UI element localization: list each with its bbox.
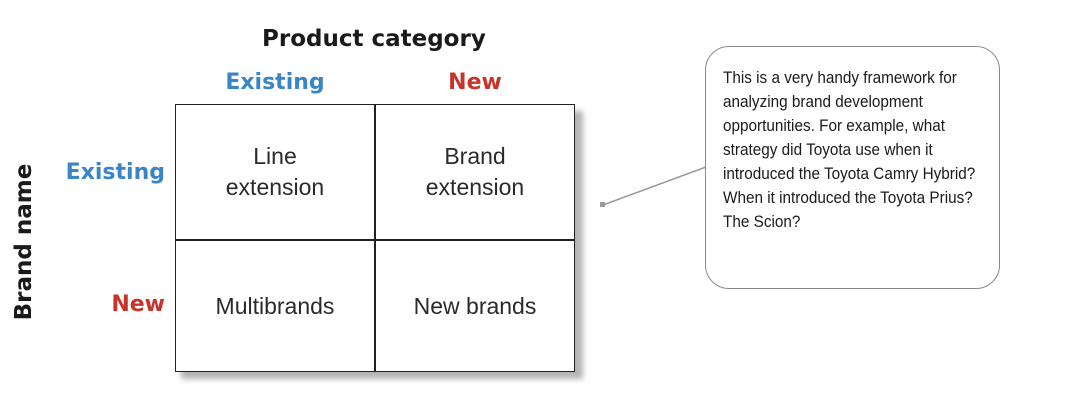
cell-line-extension: Line extension: [176, 105, 374, 239]
matrix-horizontal-divider: [175, 239, 575, 241]
row-label-existing: Existing: [65, 160, 165, 185]
matrix-vertical-divider: [374, 104, 376, 372]
callout-text: This is a very handy framework for analy…: [723, 68, 976, 231]
callout-pointer-dot: [600, 202, 605, 207]
row-label-new: New: [111, 292, 165, 317]
column-axis-title: Product category: [262, 26, 486, 52]
callout-box: [705, 46, 1000, 289]
cell-brand-extension-text: Brand extension: [425, 143, 525, 200]
row-axis-title: Brand name: [11, 163, 37, 321]
cell-multibrands: Multibrands: [176, 241, 374, 371]
column-label-new: New: [448, 70, 502, 95]
cell-line-extension-text: Line extension: [225, 143, 325, 200]
cell-brand-extension: Brand extension: [376, 105, 574, 239]
callout-pointer-line: [602, 166, 707, 206]
cell-new-brands-text: New brands: [413, 292, 537, 319]
cell-multibrands-text: Multibrands: [215, 292, 335, 319]
cell-new-brands: New brands: [376, 241, 574, 371]
column-label-existing: Existing: [225, 70, 325, 95]
